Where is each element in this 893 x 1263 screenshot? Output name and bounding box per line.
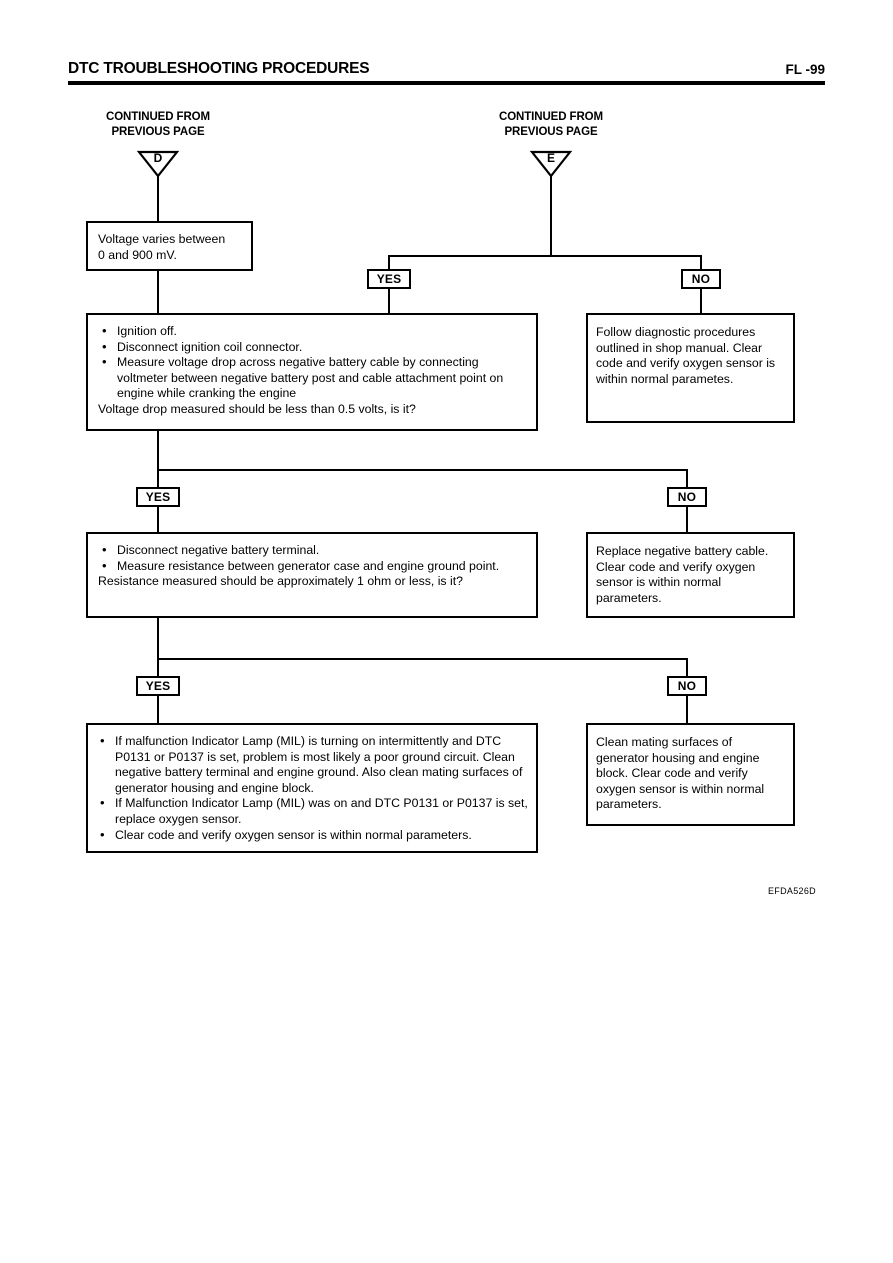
page-connector-d-label: D: [153, 151, 163, 165]
branch-label-yes-step1: YES: [136, 487, 180, 507]
connector-line-e-no-stem-top: [700, 255, 702, 270]
box-step1-no-text: Follow diagnostic procedures outlined in…: [596, 325, 776, 386]
box-step2-bullet-2: Measure resistance between generator cas…: [98, 558, 526, 575]
box-step1-bullet-list: Ignition off. Disconnect ignition coil c…: [98, 323, 526, 402]
box-step3-no-clean-mating-surfaces: Clean mating surfaces of generator housi…: [586, 723, 795, 826]
continued-caption-e: CONTINUED FROM PREVIOUS PAGE: [461, 110, 641, 140]
connector-line-e-down: [550, 176, 552, 256]
connector-line-step2-no-stem-bottom: [686, 696, 688, 724]
connector-line-e-no-stem-bottom: [700, 289, 702, 313]
connector-line-step1-no-stem-bottom: [686, 507, 688, 532]
box-step3-bullet-2: If Malfunction Indicator Lamp (MIL) was …: [96, 795, 528, 827]
box-step1-bullet-3: Measure voltage drop across negative bat…: [98, 354, 526, 402]
branch-label-no-step1: NO: [667, 487, 707, 507]
box-step3-bullet-1: If malfunction Indicator Lamp (MIL) is t…: [96, 733, 528, 796]
continued-caption-d-line2: PREVIOUS PAGE: [111, 126, 205, 138]
box-step1-no-follow-shop-manual: Follow diagnostic procedures outlined in…: [586, 313, 795, 423]
box-step1-question: Voltage drop measured should be less tha…: [98, 401, 416, 416]
box-step3-bullet-list: If malfunction Indicator Lamp (MIL) is t…: [96, 733, 528, 844]
box-step2-no-text: Replace negative battery cable. Clear co…: [596, 544, 769, 605]
connector-line-step1-down: [157, 431, 159, 471]
connector-line-step1-yes-stem-top: [157, 469, 159, 487]
continued-caption-d-line1: CONTINUED FROM: [105, 111, 210, 123]
branch-label-yes-step2: YES: [136, 676, 180, 696]
branch-label-yes-e: YES: [367, 269, 411, 289]
page-connector-e-label: E: [546, 151, 555, 165]
box-step1-bullet-2: Disconnect ignition coil connector.: [98, 339, 526, 356]
connector-line-e-yes-stem-bottom: [388, 289, 390, 313]
connector-line-step2-yes-stem-bottom: [157, 696, 159, 724]
connector-line-step1-yes-stem-bottom: [157, 507, 159, 532]
continued-caption-e-line2: PREVIOUS PAGE: [504, 126, 598, 138]
connector-line-step2-yes-stem-top: [157, 658, 159, 676]
box-step2-question: Resistance measured should be approximat…: [98, 574, 463, 589]
connector-line-step2-down: [157, 618, 159, 660]
box-voltage-range: Voltage varies between 0 and 900 mV.: [86, 221, 253, 271]
box-step3-bullet-3: Clear code and verify oxygen sensor is w…: [96, 827, 528, 844]
box-step2-measure-resistance: Disconnect negative battery terminal. Me…: [86, 532, 538, 618]
continued-caption-d: CONTINUED FROM PREVIOUS PAGE: [68, 110, 248, 140]
box-step1-bullet-1: Ignition off.: [98, 323, 526, 340]
branch-label-no-step2: NO: [667, 676, 707, 696]
connector-line-e-split-bar: [388, 255, 702, 257]
page-number-label: FL -99: [785, 62, 825, 77]
box-step1-measure-voltage-drop: Ignition off. Disconnect ignition coil c…: [86, 313, 538, 431]
connector-line-step1-split-bar: [157, 469, 688, 471]
box-voltage-range-line1: Voltage varies between: [98, 232, 226, 246]
page-connector-e-icon: E: [529, 149, 573, 179]
page-title: DTC TROUBLESHOOTING PROCEDURES: [68, 60, 370, 77]
branch-label-no-e: NO: [681, 269, 721, 289]
box-step3-final-diagnosis: If malfunction Indicator Lamp (MIL) is t…: [86, 723, 538, 853]
figure-reference-code: EFDA526D: [768, 886, 816, 896]
box-step2-no-replace-battery-cable: Replace negative battery cable. Clear co…: [586, 532, 795, 618]
header-divider-rule: [68, 81, 825, 85]
box-step2-bullet-1: Disconnect negative battery terminal.: [98, 542, 526, 559]
box-voltage-range-line2: 0 and 900 mV.: [98, 247, 177, 262]
connector-line-step2-split-bar: [157, 658, 688, 660]
connector-line-step1-no-stem-top: [686, 469, 688, 487]
connector-line-step2-no-stem-top: [686, 658, 688, 676]
box-step3-no-text: Clean mating surfaces of generator housi…: [596, 735, 765, 812]
connector-line-e-yes-stem-top: [388, 255, 390, 270]
connector-line-voltage-to-step1: [157, 270, 159, 313]
box-step2-bullet-list: Disconnect negative battery terminal. Me…: [98, 542, 526, 575]
page-connector-d-icon: D: [136, 149, 180, 179]
continued-caption-e-line1: CONTINUED FROM: [498, 111, 603, 123]
connector-line-d-to-voltage-box: [157, 176, 159, 221]
